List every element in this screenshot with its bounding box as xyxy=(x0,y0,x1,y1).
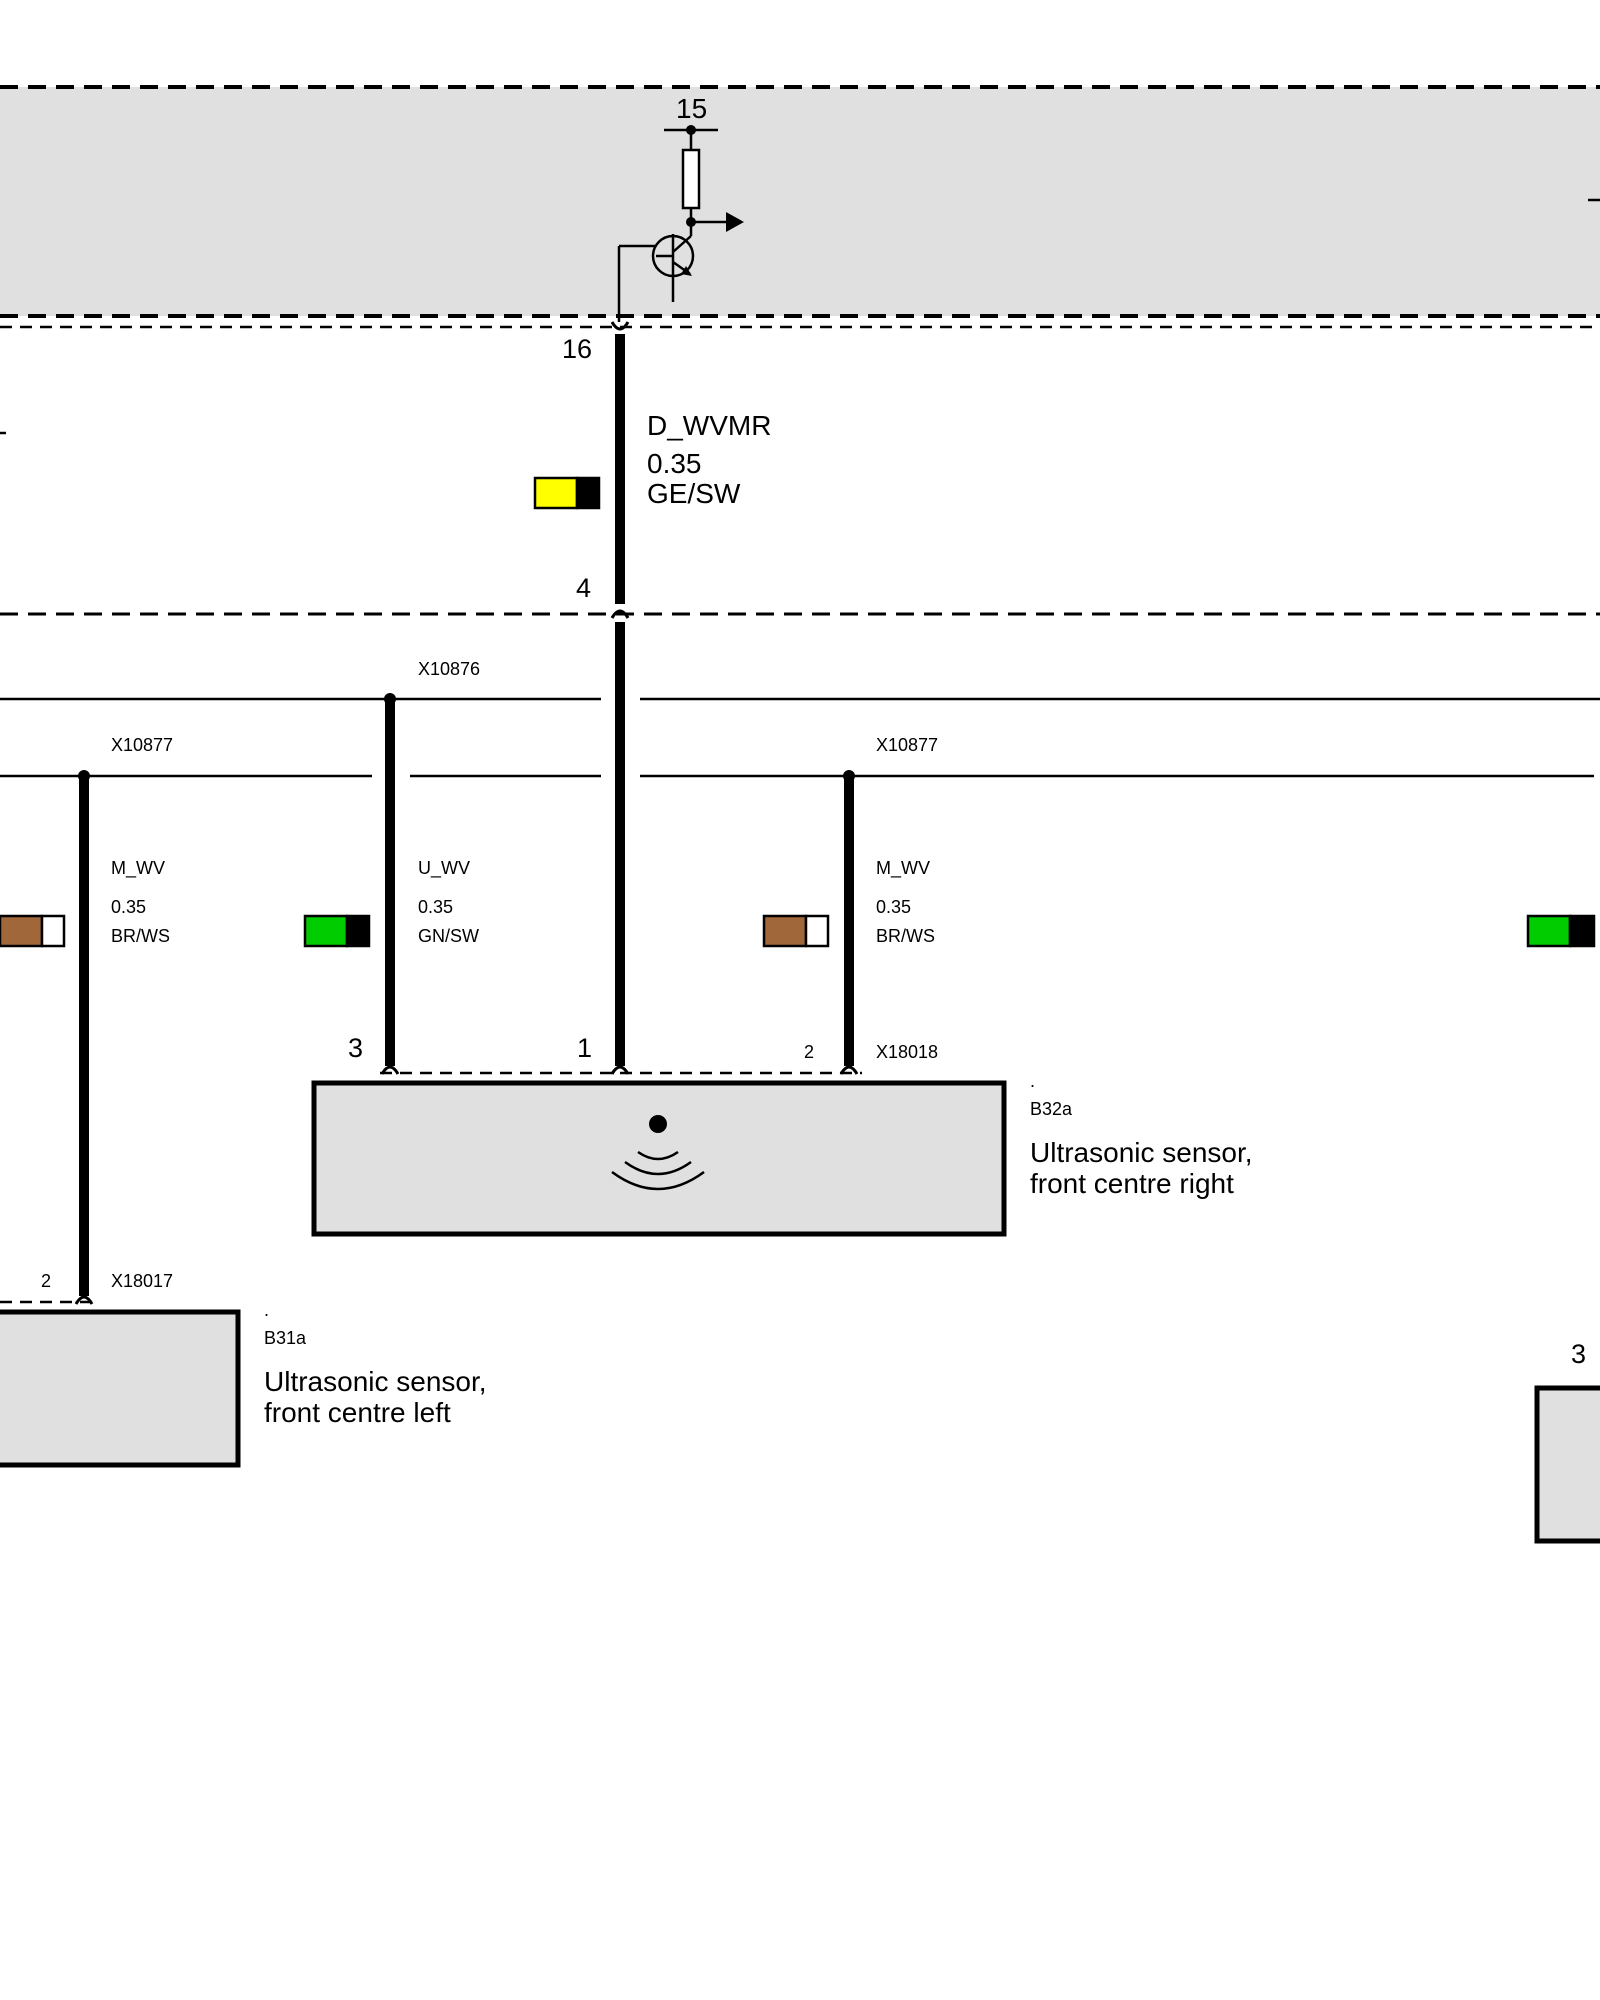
wire-m-wv-left: M_WV 0.35 BR/WS xyxy=(0,776,170,1296)
control-unit: 15 xyxy=(0,85,1600,435)
connector-label: X18017 xyxy=(111,1271,173,1291)
component-name-line1: Ultrasonic sensor, xyxy=(1030,1137,1253,1168)
far-right-component: 3 xyxy=(1534,1339,1600,1544)
wire-color-swatch-stripe xyxy=(40,914,66,948)
wire-color-code: BR/WS xyxy=(876,926,935,946)
terminal-15-label: 15 xyxy=(676,93,707,124)
component-name-line2: front centre right xyxy=(1030,1168,1234,1199)
pin-1-socket-icon xyxy=(610,1065,630,1075)
wire-color-code: BR/WS xyxy=(111,926,170,946)
splice-bus-x10876: X10876 xyxy=(0,659,1600,705)
wire-d-wvmr: 16 D_WVMR 0.35 GE/SW 4 xyxy=(533,321,771,619)
wire-m-wv-right: M_WV 0.35 BR/WS xyxy=(762,776,935,1066)
wire-color-code: GE/SW xyxy=(647,478,741,509)
component-id: B32a xyxy=(1030,1099,1073,1119)
component-dot: . xyxy=(264,1300,269,1320)
splice-label-right: X10877 xyxy=(876,735,938,755)
pull-up-resistor-icon xyxy=(681,148,701,210)
wire-gauge: 0.35 xyxy=(876,897,911,917)
pin-2-socket-icon xyxy=(74,1295,94,1305)
sensor-housing xyxy=(0,1309,241,1468)
wire-name: U_WV xyxy=(418,858,470,879)
wire-color-swatch-stripe xyxy=(804,914,830,948)
component-housing xyxy=(1534,1385,1600,1544)
pin-4-socket-icon xyxy=(610,609,630,619)
ultrasonic-wave-icon xyxy=(611,1115,705,1191)
pin-2-label: 2 xyxy=(804,1042,814,1062)
wire-color-code: GN/SW xyxy=(418,926,479,946)
pin-4-label: 4 xyxy=(576,573,591,603)
component-name-line1: Ultrasonic sensor, xyxy=(264,1366,487,1397)
wire-color-swatch-stripe xyxy=(345,914,371,948)
transistor-icon xyxy=(617,222,695,322)
splice-bus-x10877: X10877 X10877 xyxy=(0,735,1594,782)
wire-color-swatch-primary xyxy=(1526,914,1572,948)
splice-label-left: X10877 xyxy=(111,735,173,755)
wire-color-swatch-primary xyxy=(0,914,44,948)
wire-gauge: 0.35 xyxy=(418,897,453,917)
sensor-b31a: 2 X18017 . B31a Ultrasonic sensor, front… xyxy=(0,1271,487,1468)
wire-name: M_WV xyxy=(111,858,165,879)
wire-name: M_WV xyxy=(876,858,930,879)
splice-label: X10876 xyxy=(418,659,480,679)
connector-label: X18018 xyxy=(876,1042,938,1062)
pin-2-socket-icon xyxy=(839,1065,859,1075)
pin-1-label: 1 xyxy=(577,1033,592,1063)
sensor-b32a: 3 1 2 X18018 . B32a Ultrasonic sensor, f… xyxy=(311,1033,1253,1237)
pin-3-label: 3 xyxy=(1571,1339,1586,1369)
wire-u-wv: U_WV 0.35 GN/SW xyxy=(303,699,479,1066)
wire-color-swatch-primary xyxy=(762,914,808,948)
component-name-line2: front centre left xyxy=(264,1397,451,1428)
wire-name: D_WVMR xyxy=(647,410,771,441)
control-unit-housing xyxy=(0,87,1600,316)
wire-color-swatch-stripe xyxy=(1568,914,1596,948)
pin-3-label: 3 xyxy=(348,1033,363,1063)
component-dot: . xyxy=(1030,1071,1035,1091)
wire-gauge: 0.35 xyxy=(111,897,146,917)
wire-color-swatch-stripe xyxy=(575,476,601,510)
signal-arrow-icon xyxy=(726,212,744,232)
pin-16-label: 16 xyxy=(562,334,592,364)
pin-16-socket-icon xyxy=(610,321,630,331)
pin-3-socket-icon xyxy=(380,1065,400,1075)
pin-2-label: 2 xyxy=(41,1271,51,1291)
wire-color-swatch-primary xyxy=(533,476,579,510)
wire-gauge: 0.35 xyxy=(647,448,702,479)
component-id: B31a xyxy=(264,1328,307,1348)
wire-color-swatch-primary xyxy=(303,914,349,948)
far-right-wire-swatch xyxy=(1526,914,1596,948)
